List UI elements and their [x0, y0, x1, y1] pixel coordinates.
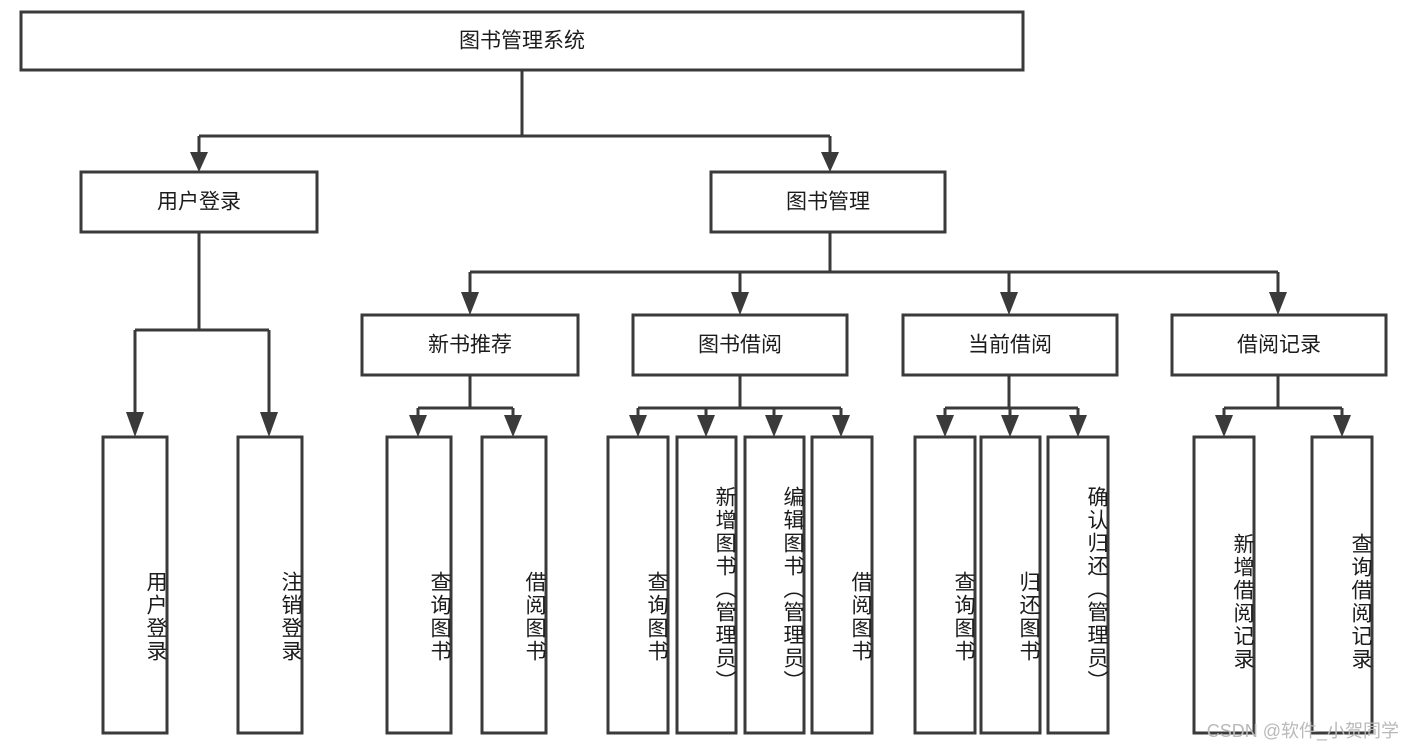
leaf-user-login[interactable]: [101, 435, 169, 735]
leaf-add-borrow-record[interactable]: [1192, 435, 1256, 735]
node-user-login-label: 用户登录: [157, 191, 241, 214]
leaf-query-book-borrow[interactable]: [606, 435, 670, 735]
leaf-query-book-current[interactable]: [913, 435, 977, 735]
node-root-book-management-system[interactable]: [19, 10, 1025, 72]
arrowhead-to-user-login: [190, 152, 208, 172]
leaf-query-book-recommend[interactable]: [385, 435, 453, 735]
node-borrow-record-label: 借阅记录: [1237, 334, 1321, 357]
watermark-text: CSDN @软件_小贺同学: [1206, 721, 1399, 741]
connector-bookmgmt-to-level2: [461, 232, 1287, 315]
node-book-management-label: 图书管理: [786, 191, 870, 214]
node-root-label: 图书管理系统: [459, 30, 585, 53]
node-user-login[interactable]: [79, 170, 319, 234]
node-current-borrow-label: 当前借阅: [968, 334, 1052, 357]
node-borrow-record[interactable]: [1170, 313, 1388, 377]
node-new-book-recommend-label: 新书推荐: [428, 334, 512, 357]
leaf-logout[interactable]: [236, 435, 304, 735]
connector-currentborrow-to-leaves: [936, 375, 1087, 437]
node-book-borrow[interactable]: [631, 313, 849, 377]
leaf-borrow-book[interactable]: [810, 435, 874, 735]
leaf-confirm-return-admin[interactable]: [1046, 435, 1110, 735]
leaf-add-book-admin[interactable]: [675, 435, 738, 735]
leaf-return-book[interactable]: [979, 435, 1042, 735]
connector-borrowrecord-to-leaves: [1215, 375, 1351, 437]
leaf-query-borrow-record[interactable]: [1310, 435, 1374, 735]
connector-userlogin-to-leaves: [126, 232, 278, 437]
connector-newbook-to-leaves: [409, 375, 522, 437]
node-book-borrow-label: 图书借阅: [698, 334, 782, 357]
connector-root-to-level1: [197, 70, 832, 155]
leaf-borrow-book-recommend[interactable]: [480, 435, 548, 735]
node-new-book-recommend[interactable]: [360, 313, 580, 377]
arrowhead-to-book-management: [821, 152, 839, 172]
leaf-edit-book-admin[interactable]: [743, 435, 806, 735]
connector-bookborrow-to-leaves: [629, 375, 850, 437]
node-book-management[interactable]: [709, 170, 947, 234]
node-current-borrow[interactable]: [901, 313, 1119, 377]
